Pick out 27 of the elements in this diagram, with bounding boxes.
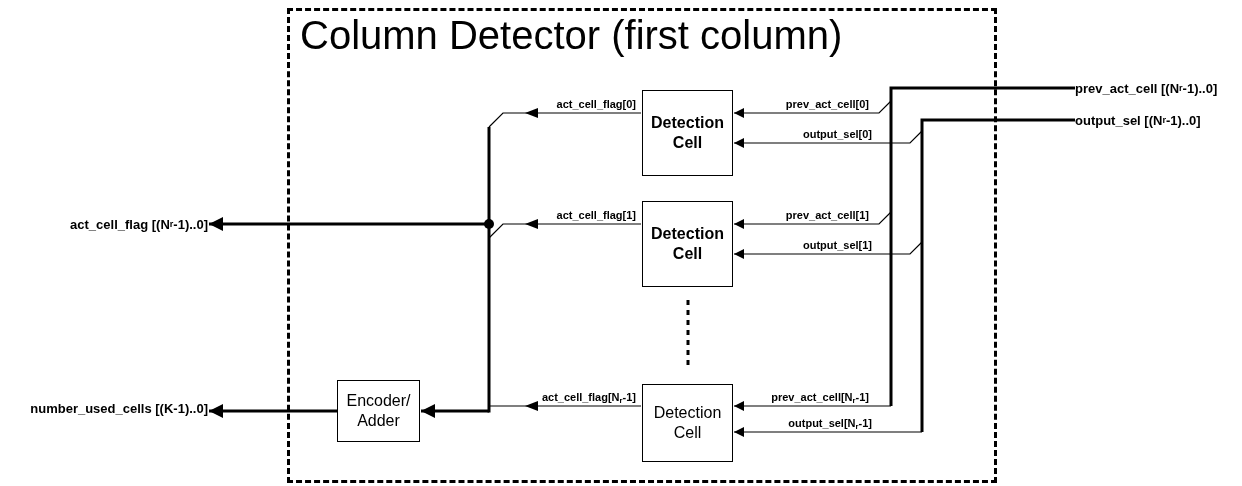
signal-arrow: [733, 100, 892, 118]
module-frame: [287, 8, 997, 483]
signal-label: prev_act_cell[0]: [785, 98, 869, 111]
detection-cell-block: Detection Cell: [642, 384, 733, 462]
signal-arrow: [733, 130, 923, 148]
signal-bus: [487, 127, 491, 413]
output-arrow: [209, 404, 337, 418]
signal-arrow: [733, 241, 923, 259]
detection-cell-block: Detection Cell: [642, 201, 733, 287]
signal-label: act_cell_flag[1]: [556, 209, 636, 222]
encoder-block: Encoder/ Adder: [337, 380, 420, 442]
module-title: Column Detector (first column): [300, 13, 843, 58]
signal-label: output_sel[N$_{r}$-1]: [788, 417, 872, 430]
detection-cell-block: Detection Cell: [642, 90, 733, 176]
signal-label: act_cell_flag[0]: [556, 98, 636, 111]
signal-terminal-label: number_used_cells [(K-1)..0]: [0, 399, 208, 417]
signal-label: output_sel[1]: [802, 239, 872, 252]
signal-bus: [889, 86, 1075, 406]
signal-arrow: [733, 427, 923, 437]
signal-arrow: [733, 211, 892, 229]
signal-label: act_cell_flag[N$_{r}$-1]: [541, 391, 636, 404]
signal-label: output_sel[0]: [802, 128, 872, 141]
signal-arrow: [733, 401, 892, 411]
signal-label: prev_act_cell[N$_{r}$-1]: [771, 391, 869, 404]
bus-output-arrow: [421, 404, 489, 418]
signal-label: prev_act_cell[1]: [785, 209, 869, 222]
signal-bus: [920, 118, 1075, 432]
